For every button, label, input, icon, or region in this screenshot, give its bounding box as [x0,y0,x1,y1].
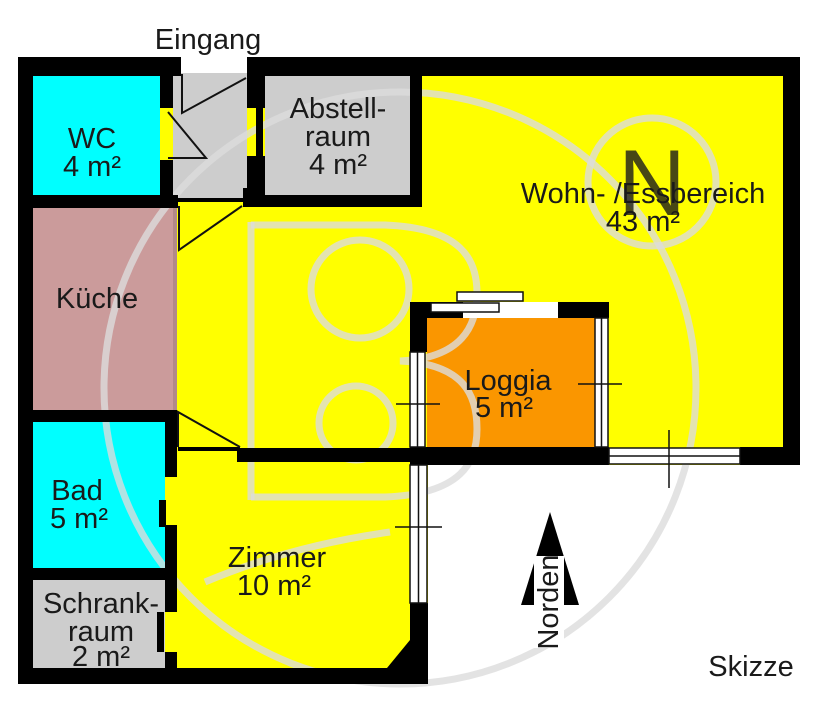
wall-segment [18,568,177,580]
door-leaf-bad [159,500,166,527]
wall-segment [410,302,427,352]
label-zimmer-area: 10 m² [237,570,311,602]
label-schrankraum-line2: raum [68,616,134,648]
wall-segment [558,302,609,318]
label-zimmer-name: Zimmer [228,542,327,574]
wall-threshold [178,447,240,451]
door-swing-hall [178,205,243,252]
door-leaves [157,107,263,652]
wall-segment [247,156,265,207]
door-swing-wc [167,111,209,159]
label-bad-area: 5 m² [50,503,108,535]
label-wc-area: 4 m² [63,151,121,183]
wall-segment [258,195,422,207]
watermark-b-upper-circle [307,236,413,342]
wall-segment [165,410,177,477]
north-label-backdrop [534,556,564,648]
wall-segment [237,448,428,462]
kueche-edge-line [173,207,177,410]
room-labels: WC 4 m² Abstell- raum 4 m² Wohn- /Essber… [43,93,765,673]
watermark-n-ring [584,114,720,250]
wall-segment [18,668,428,684]
label-abstellraum-area: 4 m² [309,149,367,181]
label-loggia-area: 5 m² [475,392,533,424]
label-bad-name: Bad [51,475,103,507]
wall-segment [410,603,428,684]
north-label: Norden [533,554,565,649]
window-loggia-right [578,317,622,448]
wall-segment [160,76,173,108]
wall-segment [18,410,177,422]
window-loggia-left [396,351,440,448]
label-schrankraum-area: 2 m² [72,641,130,673]
entrance-gap [181,57,247,73]
wall-segment [165,525,177,570]
label-wc-name: WC [68,123,116,155]
label-kueche-name: Küche [56,283,138,315]
wall-segment [410,447,609,465]
door-leaf-schrankraum [157,612,164,652]
room-schrankraum-floor [33,580,165,668]
watermark-b-bowls [251,221,481,501]
windows [395,291,741,604]
wall-threshold [178,198,243,202]
door-swing-entrance [181,74,247,115]
entry-hall-floor [173,73,247,198]
sketch-label: Skizze [708,651,793,683]
wall-segment [165,652,177,674]
label-loggia-name: Loggia [464,365,552,397]
room-bad-floor [33,422,165,568]
label-abstellraum-line1: Abstell- [290,93,387,125]
door-swings [167,74,247,448]
label-schrankraum-line1: Schrank- [43,588,159,620]
wall-segment [18,195,178,208]
entrance-label: Eingang [155,24,261,56]
loggia-sliding-door [430,291,558,318]
wall-segment [18,57,181,76]
wall-chamfer [387,640,410,668]
door-leaf-abstellraum [256,107,263,157]
label-wohn-name: Wohn- /Essbereich [521,178,765,210]
watermark-swoosh [203,528,391,586]
wall-segment [165,580,177,612]
window-zimmer-right [395,464,442,604]
sliding-door-panel [430,302,500,313]
wall-segment [247,57,800,76]
wall-segment [740,447,783,465]
door-swing-zimmer [177,410,241,448]
walls [18,57,800,684]
wall-segment [410,57,422,207]
living-area-floor [18,57,800,684]
label-wohn-area: 43 m² [606,206,680,238]
room-wc-floor [33,76,160,195]
north-arrow: Norden [521,512,579,650]
wall-segment [247,57,265,108]
watermark-n-letter: N [618,130,686,235]
window-living-bottom [608,430,741,488]
wall-segment [160,160,173,196]
wall-segment [783,57,800,465]
wall-segment [18,57,33,684]
sliding-door-panel [456,291,524,302]
label-abstellraum-line2: raum [305,121,371,153]
